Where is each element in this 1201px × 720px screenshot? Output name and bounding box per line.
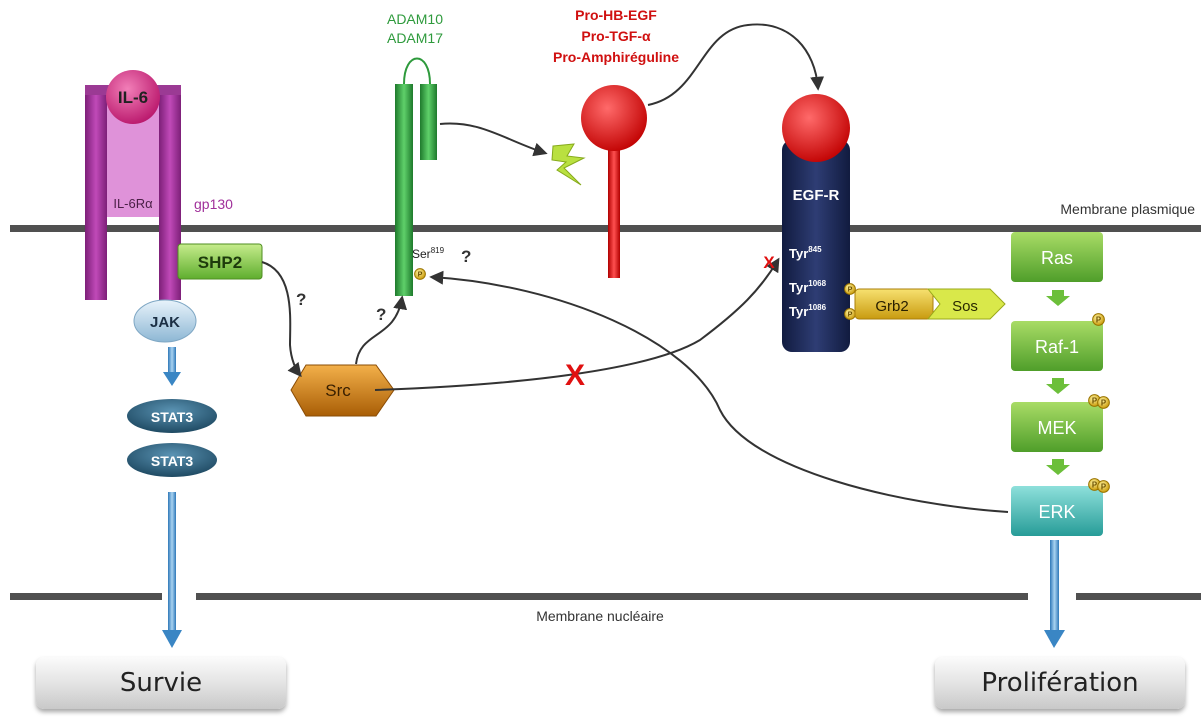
src-adam-question: ? (376, 305, 386, 324)
adam-ser-label: Ser819 (412, 246, 445, 261)
mek-phospho-dot-2 (1098, 397, 1110, 409)
stat3-to-survie-arrow (162, 492, 182, 648)
il6r-alpha-outer-arm (85, 85, 107, 300)
adam-short-helix (420, 84, 437, 160)
nuclear-membrane-label: Membrane nucléaire (536, 608, 664, 624)
erk-to-proliferation-arrow (1044, 540, 1065, 648)
stat3-bottom-label: STAT3 (151, 453, 193, 469)
outcome-survie-label: Survie (120, 668, 202, 698)
raf-phospho-dot (1093, 314, 1105, 326)
ligand-label-2: Pro-TGF-α (581, 28, 651, 44)
shp2-to-src-arrow (262, 262, 300, 375)
mek-label: MEK (1037, 418, 1076, 438)
stat3-dimer: STAT3 STAT3 (127, 399, 217, 477)
shp2-src-question: ? (296, 290, 306, 309)
adam-label-1: ADAM10 (387, 11, 443, 27)
nuclear-membrane-right (196, 593, 1028, 600)
il6r-alpha-label: IL-6Rα (113, 196, 153, 211)
ligand-label-3: Pro-Amphiréguline (553, 49, 679, 65)
ras-to-raf-arrow (1046, 290, 1070, 306)
grb2-label: Grb2 (875, 298, 908, 315)
egfr-label: EGF-R (793, 187, 840, 204)
adam-protease: ADAM10 ADAM17 Ser819 ? (387, 11, 471, 296)
plasma-membrane (10, 225, 1201, 232)
ras-label: Ras (1041, 248, 1073, 268)
src-label: Src (325, 381, 351, 400)
inhibition-mark-small: X (763, 253, 775, 272)
outcome-survie: Survie (36, 657, 286, 709)
raf-to-mek-arrow (1046, 378, 1070, 394)
ligand-label-1: Pro-HB-EGF (575, 7, 657, 23)
erk-phospho-dot-2 (1098, 481, 1110, 493)
egfr-ligand-head (782, 94, 850, 162)
adam-to-ligand-arrow (440, 123, 545, 153)
il6-label: IL-6 (118, 88, 148, 107)
adam-phospho-dot (415, 269, 426, 280)
adam-label-2: ADAM17 (387, 30, 443, 46)
shp2-box: SHP2 (178, 244, 262, 279)
egfr-phospho-1086-dot (845, 309, 856, 320)
adam-ser-question: ? (461, 247, 471, 266)
sos-label: Sos (952, 298, 978, 315)
cleavage-lightning-icon (552, 144, 584, 185)
plasma-membrane-label: Membrane plasmique (1060, 201, 1195, 217)
adam-long-helix (395, 84, 413, 296)
raf-label: Raf-1 (1035, 337, 1079, 357)
shp2-label: SHP2 (198, 253, 242, 272)
outcome-proliferation: Prolifération (935, 657, 1185, 709)
adam-loop (404, 59, 430, 85)
outcome-proliferation-label: Prolifération (981, 668, 1138, 698)
nuclear-membrane-left (10, 593, 162, 600)
egfr-receptor: EGF-R Tyr845 Tyr1068 Tyr1086 (782, 94, 855, 352)
ligand-head (581, 85, 647, 151)
mapk-cascade: Ras Raf-1 MEK ERK (1011, 232, 1109, 536)
jak-label: JAK (150, 314, 180, 331)
stat3-top-label: STAT3 (151, 409, 193, 425)
mek-to-erk-arrow (1046, 459, 1070, 475)
pro-ligand-group: Pro-HB-EGF Pro-TGF-α Pro-Amphiréguline (553, 7, 679, 278)
inhibition-mark-large: X (565, 359, 585, 392)
nuclear-membrane-far-right (1076, 593, 1201, 600)
ligand-stalk (608, 130, 620, 278)
jak-node: JAK (134, 300, 196, 342)
gp130-label: gp130 (194, 196, 233, 212)
egfr-phospho-1068-dot (845, 284, 856, 295)
grb2-sos-adaptor: Grb2 Sos (855, 289, 1005, 319)
erk-label: ERK (1038, 502, 1075, 522)
jak-to-stat3-arrow (163, 347, 181, 386)
